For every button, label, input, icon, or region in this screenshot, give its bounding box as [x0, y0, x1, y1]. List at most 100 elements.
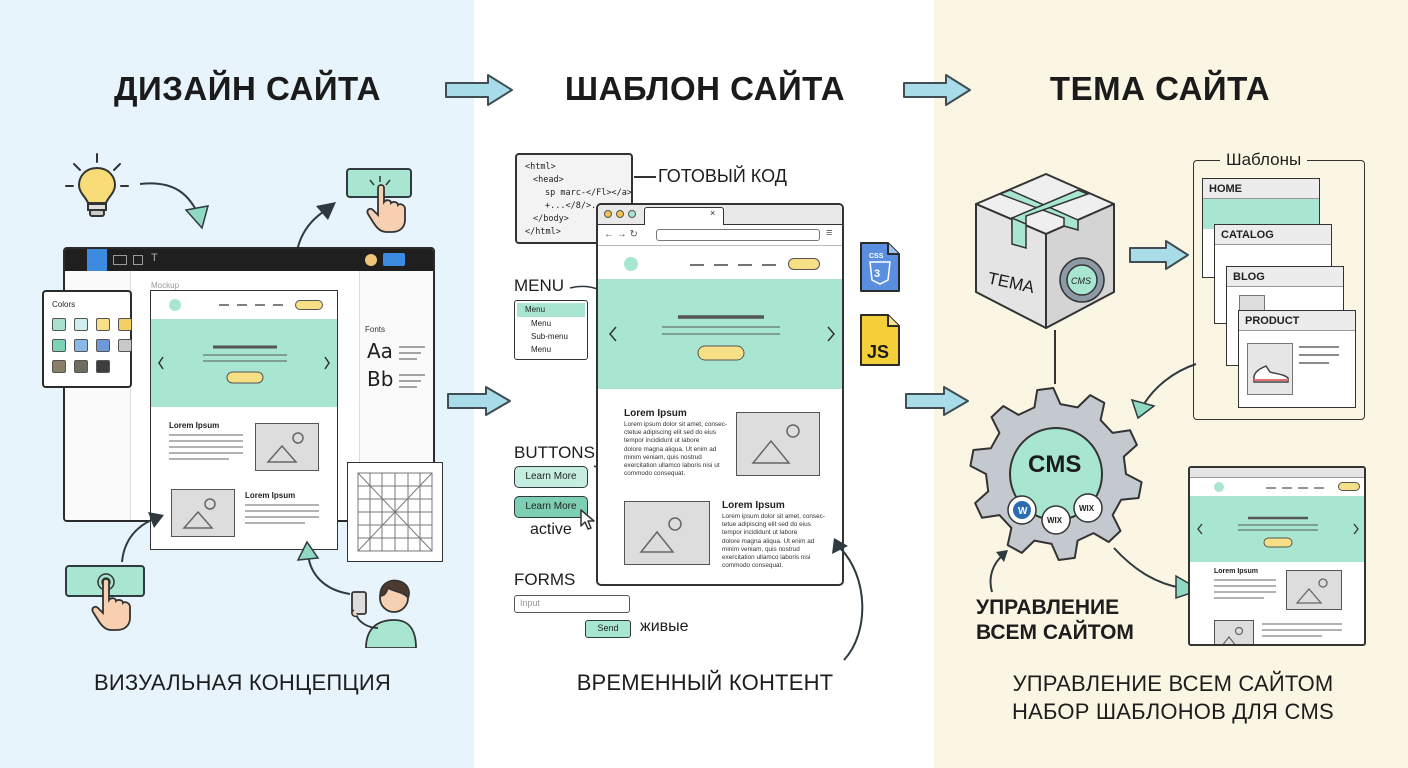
connector-line	[634, 176, 656, 178]
wix-logo: WIX	[1079, 504, 1095, 513]
fonts-title: Fonts	[365, 325, 386, 334]
hamburger-menu-icon[interactable]: ≡	[826, 227, 833, 239]
text-line: Lorem ipsum dolor sit amet, consec-	[722, 513, 825, 520]
color-swatch[interactable]	[96, 360, 110, 373]
theme-caption: УПРАВЛЕНИЕ ВСЕМ САЙТОМ НАБОР ШАБЛОНОВ ДЛ…	[1012, 671, 1334, 724]
image-placeholder-icon	[1214, 620, 1254, 644]
ready-code-label: ГОТОВЫЙ КОД	[658, 166, 787, 186]
code-snippet: <html><head>sp marc-</Fl></a>+...</8/>..…	[515, 153, 633, 244]
js-file-icon: JS	[860, 314, 900, 366]
cms-gear-icon: CMS W WIX WIX	[969, 387, 1143, 561]
submenu-item[interactable]: Sub-menu	[531, 332, 568, 341]
mockup-heading-2: Lorem Ipsum	[245, 491, 296, 500]
nav-cta-button[interactable]	[295, 300, 323, 310]
cursor-arrow-icon	[580, 509, 595, 530]
learn-more-button[interactable]: Learn More	[514, 466, 588, 488]
hero-section	[151, 319, 337, 407]
font-sample-aa: Aa	[367, 339, 393, 363]
template-title: ШАБЛОН САЙТА	[564, 70, 846, 107]
text-line: commodo consequat.	[722, 562, 784, 570]
text-line: dolore magna aliqua. Ut enim ad	[722, 537, 815, 545]
nav-cta-button[interactable]	[788, 258, 820, 270]
color-swatch[interactable]	[96, 339, 110, 352]
color-swatch[interactable]	[52, 360, 66, 373]
active-label: active	[530, 521, 572, 538]
nav-cta-button[interactable]	[1338, 482, 1360, 491]
mockup-page: Lorem Ipsum Lorem Ipsum	[150, 290, 338, 550]
forms-label: FORMS	[514, 570, 576, 589]
code-line: <head>	[533, 175, 564, 185]
template-caption: ВРЕМЕННЫЙ КОНТЕНТ	[576, 670, 834, 695]
frame-tool-icon[interactable]	[113, 255, 127, 265]
font-sample-bb: Bb	[367, 367, 394, 391]
page-card-product[interactable]: PRODUCT	[1238, 310, 1356, 408]
box-gear-label: CMS	[1071, 276, 1091, 286]
color-swatch[interactable]	[118, 318, 132, 331]
text-tool-icon[interactable]: T	[151, 252, 158, 264]
text-line: exercitation ullamco laboris nisi	[722, 554, 811, 562]
menu-item[interactable]: Menu	[525, 305, 546, 314]
page-card-title: HOME	[1203, 179, 1319, 199]
window-dot[interactable]	[616, 210, 624, 218]
hero-section	[1190, 496, 1364, 562]
design-title: ДИЗАЙН САЙТА	[114, 70, 381, 107]
person-with-phone-icon	[351, 579, 417, 648]
grid-layout-icon	[347, 462, 443, 562]
share-button[interactable]	[383, 253, 405, 266]
color-swatch[interactable]	[74, 360, 88, 373]
text-line: ctetue adipiscing elit sed do eius	[624, 429, 717, 437]
logo-dot	[169, 299, 181, 311]
content-text-2: Lorem ipsum dolor sit amet, consec-tetue…	[722, 513, 834, 570]
window-dot[interactable]	[604, 210, 612, 218]
sneaker-icon	[1247, 343, 1293, 395]
color-swatch[interactable]	[118, 339, 132, 352]
text-line: tetue adipiscing elit sed do eius	[722, 521, 811, 529]
curved-arrow-icon	[139, 182, 210, 230]
image-placeholder-icon	[255, 423, 319, 471]
dropdown-menu[interactable]: Menu Menu Sub-menu Menu	[514, 300, 588, 360]
text-input[interactable]: Input	[514, 595, 630, 613]
send-button[interactable]: Send	[585, 620, 631, 638]
curved-arrow-icon	[989, 550, 1008, 593]
menu-item[interactable]: Menu	[531, 319, 552, 328]
color-swatch[interactable]	[96, 318, 110, 331]
mockup-label: Mockup	[151, 281, 180, 290]
cms-label: CMS	[1028, 451, 1081, 478]
theme-box-icon: ТЕМА CMS	[975, 173, 1115, 329]
browser-tab[interactable]	[644, 207, 724, 225]
address-bar[interactable]	[656, 229, 820, 241]
select-tool-button[interactable]	[87, 249, 107, 271]
text-line: tempor incididunt ut labore	[624, 437, 700, 445]
text-line: Lorem ipsum dolor sit amet, consec-	[624, 421, 727, 428]
nav-back-forward-icon[interactable]: ← → ↻	[604, 229, 638, 240]
nav-lines	[1266, 487, 1324, 489]
content-heading-1: Lorem Ipsum	[624, 408, 687, 419]
color-swatch[interactable]	[74, 318, 88, 331]
js-badge: JS	[867, 342, 889, 362]
code-line: </body>	[533, 214, 569, 224]
color-swatch[interactable]	[74, 339, 88, 352]
connector-line	[1054, 330, 1056, 384]
curved-arrow-icon	[832, 538, 864, 661]
arrow-right-icon	[903, 74, 971, 106]
nav-lines	[690, 264, 776, 266]
hero-content	[609, 315, 835, 361]
product-text-lines	[1299, 346, 1339, 364]
color-swatch[interactable]	[52, 318, 66, 331]
close-tab-icon[interactable]: ×	[710, 208, 716, 218]
code-line: sp marc-</Fl></a>	[545, 188, 632, 198]
menu-item[interactable]: Menu	[531, 345, 552, 354]
learn-more-button-active[interactable]: Learn More	[514, 496, 588, 518]
theme-title: ТЕМА САЙТА	[1049, 70, 1271, 107]
site-preview-window: Lorem Ipsum	[1188, 466, 1366, 646]
shape-tool-icon[interactable]	[133, 255, 143, 265]
preview-heading: Lorem Ipsum	[1214, 568, 1258, 575]
tool-toolbar	[65, 249, 433, 271]
arrow-right-icon	[905, 386, 969, 416]
window-dot[interactable]	[628, 210, 636, 218]
colors-title: Colors	[52, 300, 76, 309]
logo-dot	[1214, 482, 1224, 492]
manage-site-label: УПРАВЛЕНИЕ ВСЕМ САЙТОМ	[976, 596, 1134, 644]
color-swatch[interactable]	[52, 339, 66, 352]
avatar[interactable]	[365, 254, 377, 266]
